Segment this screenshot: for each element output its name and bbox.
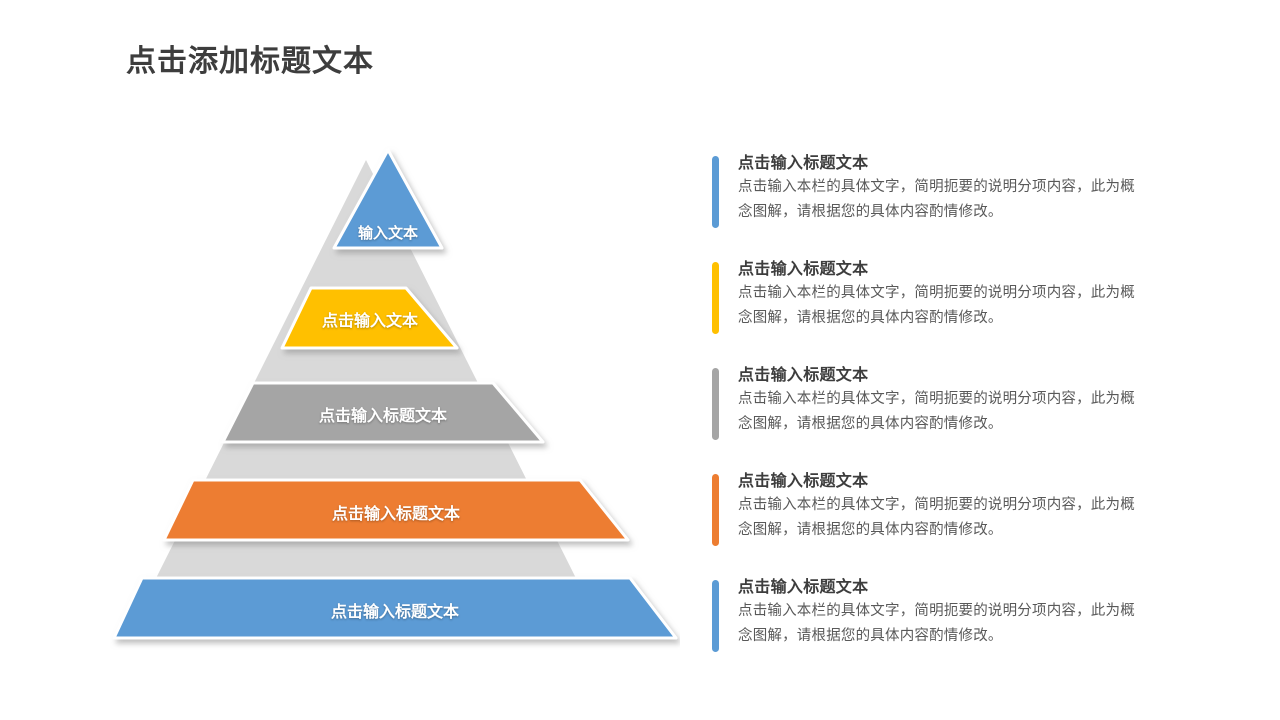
list-item-title: 点击输入标题文本 <box>738 261 869 278</box>
list-item[interactable]: 点击输入标题文本 点击输入本栏的具体文字，简明扼要的说明分项内容，此为概念图解，… <box>708 470 1156 574</box>
list-item-body: 点击输入本栏的具体文字，简明扼要的说明分项内容，此为概念图解，请根据您的具体内容… <box>738 497 1135 538</box>
accent-bar-icon <box>712 580 719 652</box>
list-item[interactable]: 点击输入标题文本 点击输入本栏的具体文字，简明扼要的说明分项内容，此为概念图解，… <box>708 152 1156 256</box>
pyramid-svg <box>112 148 678 640</box>
list-item-body: 点击输入本栏的具体文字，简明扼要的说明分项内容，此为概念图解，请根据您的具体内容… <box>738 285 1135 326</box>
pyramid-level-3[interactable] <box>221 381 545 444</box>
list-item-body: 点击输入本栏的具体文字，简明扼要的说明分项内容，此为概念图解，请根据您的具体内容… <box>738 603 1135 644</box>
pyramid-level-4[interactable] <box>162 478 630 542</box>
pyramid-diagram[interactable]: 输入文本 点击输入文本 点击输入标题文本 点击输入标题文本 点击输入标题文本 <box>110 140 680 650</box>
list-item-title: 点击输入标题文本 <box>738 155 869 172</box>
pyramid-level-5[interactable] <box>112 576 678 640</box>
list-item-title: 点击输入标题文本 <box>738 367 869 384</box>
page-title: 点击添加标题文本 <box>126 45 374 78</box>
bullet-list: 点击输入标题文本 点击输入本栏的具体文字，简明扼要的说明分项内容，此为概念图解，… <box>708 152 1156 682</box>
pyramid-level-1[interactable] <box>332 148 444 250</box>
list-item[interactable]: 点击输入标题文本 点击输入本栏的具体文字，简明扼要的说明分项内容，此为概念图解，… <box>708 258 1156 362</box>
list-item-title: 点击输入标题文本 <box>738 473 869 490</box>
list-item[interactable]: 点击输入标题文本 点击输入本栏的具体文字，简明扼要的说明分项内容，此为概念图解，… <box>708 576 1156 680</box>
accent-bar-icon <box>712 262 719 334</box>
accent-bar-icon <box>712 156 719 228</box>
list-item[interactable]: 点击输入标题文本 点击输入本栏的具体文字，简明扼要的说明分项内容，此为概念图解，… <box>708 364 1156 468</box>
accent-bar-icon <box>712 368 719 440</box>
list-item-body: 点击输入本栏的具体文字，简明扼要的说明分项内容，此为概念图解，请根据您的具体内容… <box>738 179 1135 220</box>
list-item-title: 点击输入标题文本 <box>738 579 869 596</box>
pyramid-level-2[interactable] <box>280 286 459 350</box>
list-item-body: 点击输入本栏的具体文字，简明扼要的说明分项内容，此为概念图解，请根据您的具体内容… <box>738 391 1135 432</box>
accent-bar-icon <box>712 474 719 546</box>
